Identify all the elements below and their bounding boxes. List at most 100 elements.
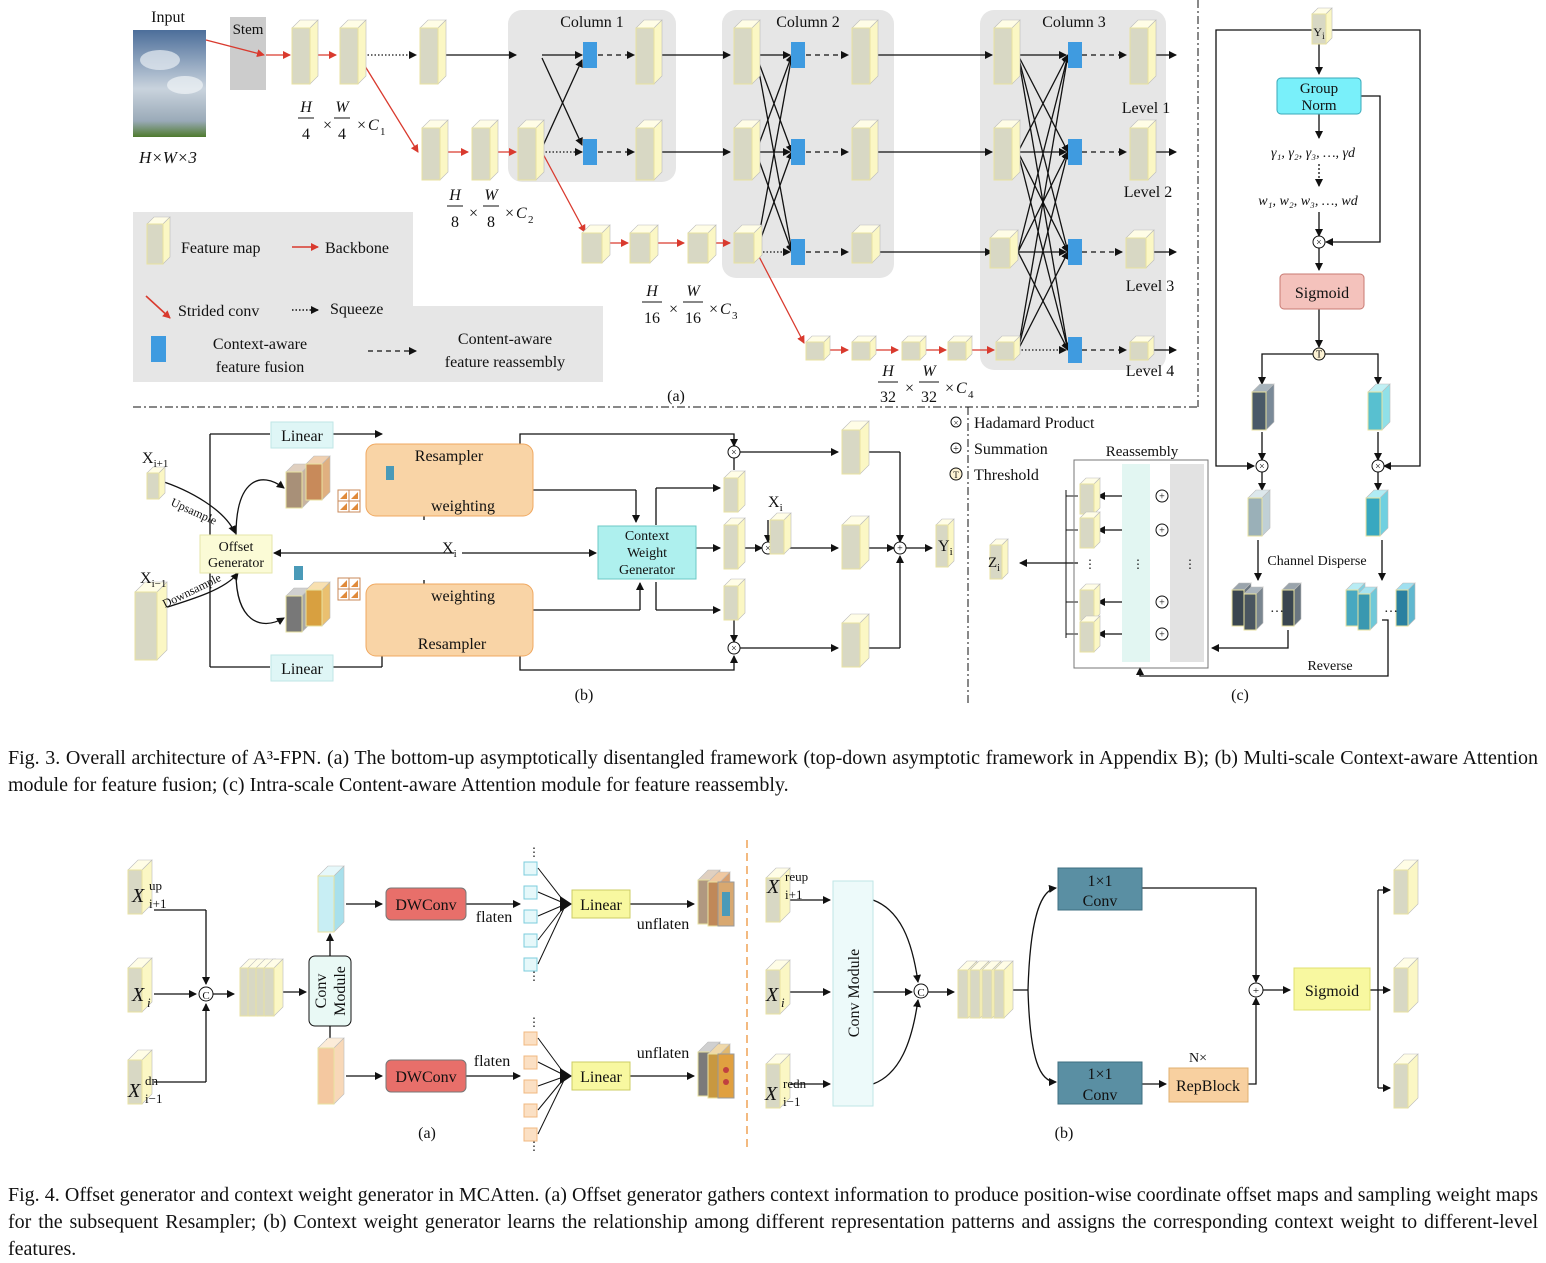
svg-text:Resampler: Resampler — [418, 636, 487, 653]
operator-icon: + — [893, 541, 907, 555]
legend-backbone: Backbone — [325, 240, 389, 257]
legend-fusion-1: Context-aware — [213, 336, 307, 353]
token-icon — [523, 1079, 538, 1094]
svg-text:Norm: Norm — [1302, 98, 1337, 114]
symbol-legend: × Hadamard Product + Summation T Thresho… — [949, 415, 1095, 484]
feature-map-icon — [1243, 586, 1264, 631]
svg-text:C: C — [917, 987, 924, 999]
level-1-label: Level 1 — [1122, 100, 1170, 117]
b-xi-right-label: Xi — [768, 494, 783, 514]
svg-text:Resampler: Resampler — [415, 448, 484, 465]
a-panel-label: (a) — [418, 1125, 436, 1142]
feature-map-icon — [1367, 383, 1391, 431]
feature-map-icon — [841, 613, 870, 668]
feature-map-icon — [1393, 1053, 1419, 1109]
svg-text:Linear: Linear — [281, 661, 323, 678]
svg-text:×: × — [322, 117, 333, 134]
linear-top-box — [270, 421, 334, 449]
legend-reassembly-2: feature reassembly — [445, 354, 565, 371]
offset-generator-box — [199, 534, 273, 574]
svg-text:⋮: ⋮ — [1184, 557, 1196, 571]
yi-feature-icon — [1311, 7, 1333, 45]
b-yi-label: Yi — [938, 538, 953, 558]
figure-3-diagram: Input H×W×3 Stem Column 1 Column 2 Colum… — [133, 0, 1421, 705]
svg-text:DWConv: DWConv — [395, 897, 456, 914]
svg-text:i+1: i+1 — [785, 887, 802, 902]
svg-text:16: 16 — [685, 310, 701, 327]
feature-map-icon — [851, 335, 877, 361]
svg-text:1: 1 — [380, 126, 386, 138]
svg-text:×: × — [668, 301, 679, 318]
svg-text:Sigmoid: Sigmoid — [1305, 983, 1359, 1000]
feature-map-icon — [291, 19, 319, 85]
linear-top-box-a — [571, 889, 631, 919]
svg-text:X: X — [766, 876, 780, 898]
feature-map-icon — [635, 119, 663, 181]
svg-text:⋮: ⋮ — [1132, 557, 1144, 571]
gammas-text: γ₁, γ₂, γ₃, …, γd — [1271, 146, 1356, 161]
column-2-panel — [722, 10, 894, 278]
svg-text:C: C — [202, 990, 209, 1002]
dwconv-bottom-box — [385, 1059, 467, 1093]
feature-map-icon — [419, 19, 447, 85]
feature-map-icon — [1079, 511, 1101, 549]
linear-bottom-box-a — [571, 1061, 631, 1091]
svg-text:⋮: ⋮ — [528, 1015, 540, 1029]
operator-icon: × — [727, 445, 741, 459]
feature-map-icon — [851, 224, 881, 264]
panel-c-label: (c) — [1231, 687, 1249, 704]
svg-text:DWConv: DWConv — [395, 1069, 456, 1086]
dim-level-2: H 8 × W 8 × C 2 — [447, 187, 534, 231]
feature-map-icon — [733, 224, 763, 264]
svg-text:reup: reup — [785, 869, 808, 884]
level-2-label: Level 2 — [1124, 184, 1172, 201]
feature-map-icon — [805, 335, 831, 361]
feature-map-icon — [1079, 615, 1101, 653]
fusion-block — [791, 42, 805, 68]
feature-map-icon — [581, 224, 611, 264]
svg-text:×: × — [1316, 238, 1322, 249]
feature-map-icon — [765, 1053, 791, 1109]
svg-text:2: 2 — [528, 214, 534, 226]
feature-map-icon — [339, 19, 367, 85]
svg-text:+: + — [953, 444, 959, 455]
b-panel-label: (b) — [1055, 1125, 1074, 1142]
feature-map-icon — [901, 335, 927, 361]
level-4-label: Level 4 — [1126, 363, 1174, 380]
feature-map-icon — [1247, 489, 1271, 537]
reverse-label: Reverse — [1307, 659, 1352, 674]
svg-text:×: × — [765, 544, 771, 555]
svg-text:up: up — [149, 878, 162, 893]
svg-text:Offset: Offset — [219, 540, 254, 555]
feature-map-icon — [1281, 582, 1302, 627]
svg-text:1×1: 1×1 — [1087, 873, 1112, 890]
svg-text:Conv: Conv — [1083, 893, 1118, 910]
svg-text:Sigmoid: Sigmoid — [1295, 285, 1349, 302]
feature-map-icon — [769, 512, 792, 555]
svg-text:4: 4 — [968, 389, 974, 401]
feature-map-icon — [629, 224, 659, 264]
svg-text:+: + — [1159, 526, 1165, 537]
feature-map-icon — [723, 517, 746, 570]
icatten-module: Group Norm γ₁, γ₂, γ₃, …, γd w₁, w₂, w₃,… — [988, 25, 1367, 704]
dim-level-4: H 32 × W 32 × C 4 — [878, 363, 974, 406]
stem-label: Stem — [233, 22, 264, 38]
svg-text:Conv: Conv — [313, 974, 330, 1009]
figure-3-caption: Fig. 3. Overall architecture of A³-FPN. … — [8, 747, 1538, 796]
svg-text:dn: dn — [145, 1073, 159, 1088]
svg-text:C: C — [956, 380, 967, 397]
fusion-block — [791, 239, 805, 265]
svg-text:RepBlock: RepBlock — [1176, 1078, 1240, 1095]
svg-text:1×1: 1×1 — [1087, 1066, 1112, 1083]
context-weight-generator-detail: X reup i+1 X i X redn i−1 Conv Module C … — [764, 867, 1371, 1142]
svg-text:C: C — [720, 301, 731, 318]
svg-text:T: T — [1316, 350, 1322, 361]
svg-text:+: + — [1159, 630, 1165, 641]
a-x-dn-label: X — [127, 1080, 141, 1102]
c-yi-label: Yi — [1313, 25, 1325, 41]
feature-map-icon — [1365, 489, 1389, 537]
fusion-block — [1068, 239, 1082, 265]
feature-map-icon — [687, 224, 717, 264]
feature-map-icon — [993, 960, 1014, 1019]
feature-map-icon — [1079, 583, 1101, 621]
